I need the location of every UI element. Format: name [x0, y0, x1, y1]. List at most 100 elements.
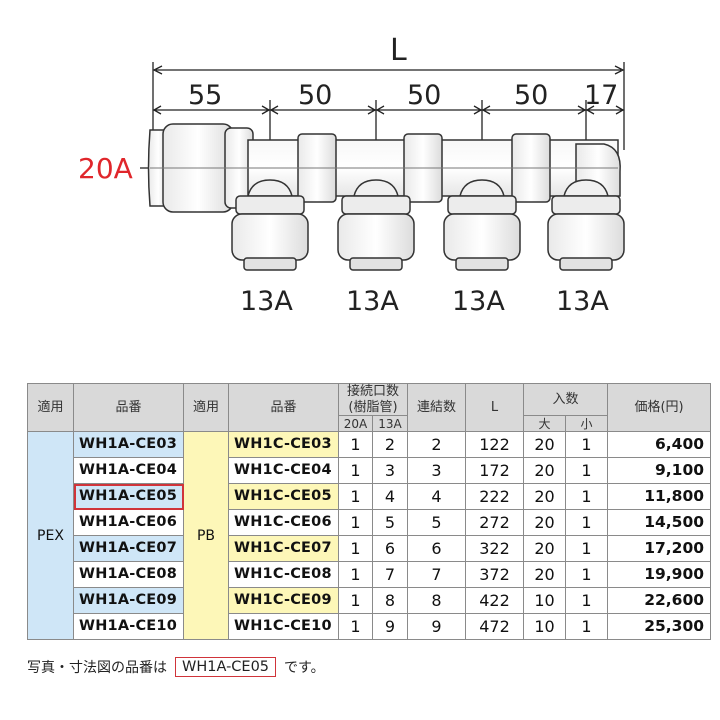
ports-20a-cell: 1 — [338, 509, 373, 537]
qty-small-cell: 1 — [565, 431, 609, 459]
price-cell: 11,800 — [607, 483, 712, 511]
dim-50-c: 50 — [514, 80, 548, 111]
length-cell: 472 — [465, 613, 525, 641]
header-ports-20a: 20A — [338, 415, 373, 433]
length-cell: 422 — [465, 587, 525, 615]
outlet-size-label-3: 13A — [452, 286, 505, 317]
ports-13a-cell: 3 — [371, 457, 409, 485]
footnote-prefix: 写真・寸法図の品番は — [27, 660, 167, 676]
qty-small-cell: 1 — [565, 587, 609, 615]
links-cell: 3 — [407, 457, 467, 485]
dim-55: 55 — [188, 80, 222, 111]
length-cell: 372 — [465, 561, 525, 589]
dim-17: 17 — [584, 80, 618, 111]
length-cell: 172 — [465, 457, 525, 485]
ports-13a-cell: 4 — [371, 483, 409, 511]
qty-small-cell: 1 — [565, 483, 609, 511]
qty-small-cell: 1 — [565, 457, 609, 485]
price-cell: 17,200 — [607, 535, 712, 563]
ports-20a-cell: 1 — [338, 457, 373, 485]
product-code-pb: WH1C-CE05 — [228, 483, 339, 511]
length-cell: 122 — [465, 431, 525, 459]
ports-20a-cell: 1 — [338, 483, 373, 511]
outlet-size-label-2: 13A — [346, 286, 399, 317]
qty-big-cell: 20 — [523, 561, 567, 589]
price-cell: 25,300 — [607, 613, 712, 641]
ports-13a-cell: 6 — [371, 535, 409, 563]
product-code-pb: WH1C-CE03 — [228, 431, 339, 459]
qty-small-cell: 1 — [565, 509, 609, 537]
product-code-pex: WH1A-CE03 — [73, 431, 184, 459]
product-code-pex: WH1A-CE06 — [73, 509, 184, 537]
length-cell: 272 — [465, 509, 525, 537]
product-spec-table: 適用 品番 適用 品番 接続口数 (樹脂管) 連結数 L 入数 価格(円) 20… — [27, 382, 712, 641]
ports-20a-cell: 1 — [338, 431, 373, 459]
links-cell: 9 — [407, 613, 467, 641]
links-cell: 7 — [407, 561, 467, 589]
ports-13a-cell: 2 — [371, 431, 409, 459]
length-cell: 322 — [465, 535, 525, 563]
header-apply-1: 適用 — [27, 382, 74, 433]
total-length-label: L — [390, 33, 407, 68]
group-pex-cell: PEX — [27, 431, 74, 641]
ports-20a-cell: 1 — [338, 587, 373, 615]
links-cell: 6 — [407, 535, 467, 563]
qty-small-cell: 1 — [565, 561, 609, 589]
price-cell: 14,500 — [607, 509, 712, 537]
product-code-pex: WH1A-CE08 — [73, 561, 184, 589]
outlet-fittings — [231, 179, 625, 271]
dim-50-b: 50 — [407, 80, 441, 111]
ports-13a-cell: 8 — [371, 587, 409, 615]
header-price: 価格(円) — [607, 382, 712, 433]
header-ports-13a: 13A — [371, 415, 409, 433]
price-cell: 22,600 — [607, 587, 712, 615]
header-code-1: 品番 — [73, 382, 184, 433]
qty-small-cell: 1 — [565, 613, 609, 641]
outlet-size-label-4: 13A — [556, 286, 609, 317]
qty-big-cell: 10 — [523, 587, 567, 615]
qty-big-cell: 20 — [523, 431, 567, 459]
qty-big-cell: 20 — [523, 535, 567, 563]
header-code-2: 品番 — [228, 382, 339, 433]
header-qty-small: 小 — [565, 415, 609, 433]
header-apply-2: 適用 — [183, 382, 229, 433]
links-cell: 4 — [407, 483, 467, 511]
product-code-pex: WH1A-CE07 — [73, 535, 184, 563]
qty-big-cell: 20 — [523, 483, 567, 511]
price-cell: 9,100 — [607, 457, 712, 485]
price-cell: 19,900 — [607, 561, 712, 589]
links-cell: 5 — [407, 509, 467, 537]
manifold-dimension-diagram: L 55 50 50 50 17 20A 13A 13A 13A 13A — [78, 33, 625, 317]
price-cell: 6,400 — [607, 431, 712, 459]
product-code-pb: WH1C-CE04 — [228, 457, 339, 485]
ports-13a-cell: 5 — [371, 509, 409, 537]
links-cell: 2 — [407, 431, 467, 459]
length-cell: 222 — [465, 483, 525, 511]
qty-small-cell: 1 — [565, 535, 609, 563]
product-code-pb: WH1C-CE07 — [228, 535, 339, 563]
footnote-highlighted-code: WH1A-CE05 — [175, 657, 277, 677]
product-code-pb: WH1C-CE06 — [228, 509, 339, 537]
ports-13a-cell: 7 — [371, 561, 409, 589]
inlet-size-label: 20A — [78, 152, 133, 185]
product-code-pb: WH1C-CE08 — [228, 561, 339, 589]
product-code-pb: WH1C-CE09 — [228, 587, 339, 615]
product-code-pex: WH1A-CE04 — [73, 457, 184, 485]
qty-big-cell: 20 — [523, 509, 567, 537]
product-code-pex: WH1A-CE05 — [73, 483, 184, 511]
ports-20a-cell: 1 — [338, 561, 373, 589]
ports-13a-cell: 9 — [371, 613, 409, 641]
header-ports: 接続口数 (樹脂管) — [337, 382, 409, 417]
outlet-size-label-1: 13A — [240, 286, 293, 317]
dim-50-a: 50 — [298, 80, 332, 111]
header-length: L — [465, 382, 525, 433]
product-code-pex: WH1A-CE09 — [73, 587, 184, 615]
